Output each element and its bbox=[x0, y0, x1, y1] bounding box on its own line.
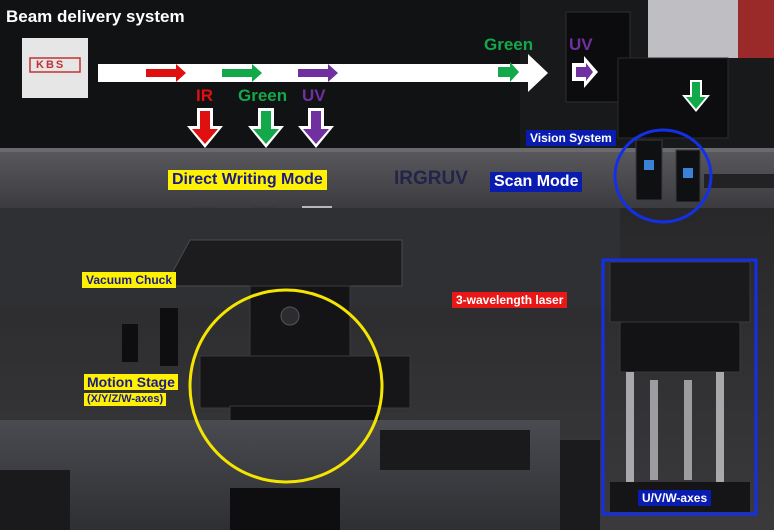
left-fixture-1 bbox=[122, 324, 138, 362]
beam-line-head bbox=[528, 54, 548, 92]
uvw-axes-box bbox=[601, 258, 758, 516]
uv-down-arrow bbox=[303, 111, 329, 144]
green-arrow-small bbox=[498, 62, 519, 82]
direct-writing-mode-label: Direct Writing Mode bbox=[168, 170, 327, 190]
scan-down-arrow bbox=[686, 82, 706, 109]
green-arrow bbox=[222, 64, 262, 82]
stage-knob bbox=[280, 306, 300, 326]
scan-frame bbox=[617, 57, 729, 139]
vision-system-label: Vision System bbox=[526, 130, 616, 146]
uvw-post-4 bbox=[716, 372, 724, 482]
vision-system-circle bbox=[613, 128, 713, 224]
camera-2-light bbox=[683, 168, 693, 178]
ir-down-arrow bbox=[192, 111, 218, 144]
y-stage bbox=[199, 355, 411, 409]
uvw-post-1 bbox=[626, 372, 634, 482]
vacuum-chuck bbox=[164, 239, 403, 287]
ir-arrow bbox=[146, 64, 186, 82]
uv-arrow-small bbox=[576, 63, 593, 81]
right-floor bbox=[560, 440, 600, 530]
z-stage bbox=[249, 285, 351, 359]
uv-arrow bbox=[298, 64, 338, 82]
uvw-post-3 bbox=[684, 380, 692, 480]
cable-chain bbox=[380, 430, 530, 470]
laser-head-red bbox=[738, 0, 774, 58]
vacuum-chuck-label: Vacuum Chuck bbox=[82, 272, 177, 288]
logo-border bbox=[29, 57, 81, 73]
label-uv-top: UV bbox=[569, 35, 593, 54]
vision-rail bbox=[704, 174, 774, 188]
uvw-top bbox=[609, 261, 751, 323]
uvw-post-2 bbox=[650, 380, 658, 480]
laser-label: 3-wavelength laser bbox=[452, 292, 568, 308]
page-title: Beam delivery system bbox=[6, 7, 185, 26]
motion-stage-circle bbox=[188, 288, 384, 484]
label-ir: IR bbox=[196, 86, 213, 105]
label-green-top: Green bbox=[484, 35, 534, 54]
scan-mode-label: Scan Mode bbox=[490, 172, 583, 192]
granite-top-edge bbox=[0, 148, 774, 152]
left-fixture-2 bbox=[160, 308, 178, 366]
logo-text: KBS bbox=[36, 59, 66, 71]
stage-foot bbox=[230, 488, 340, 530]
label-green: Green bbox=[238, 86, 288, 105]
uvw-axes-label: U/V/W-axes bbox=[638, 490, 712, 506]
logo-plate bbox=[22, 38, 88, 98]
green-down-arrow bbox=[253, 111, 279, 144]
motion-stage-axes-label: (X/Y/Z/W-axes) bbox=[84, 393, 167, 406]
left-cable bbox=[0, 470, 70, 530]
device-label: IRGRUV bbox=[394, 168, 468, 189]
motion-stage-label: Motion Stage bbox=[84, 374, 178, 390]
uvw-mid bbox=[619, 321, 741, 373]
label-uv: UV bbox=[302, 86, 326, 105]
camera-1-light bbox=[644, 160, 654, 170]
